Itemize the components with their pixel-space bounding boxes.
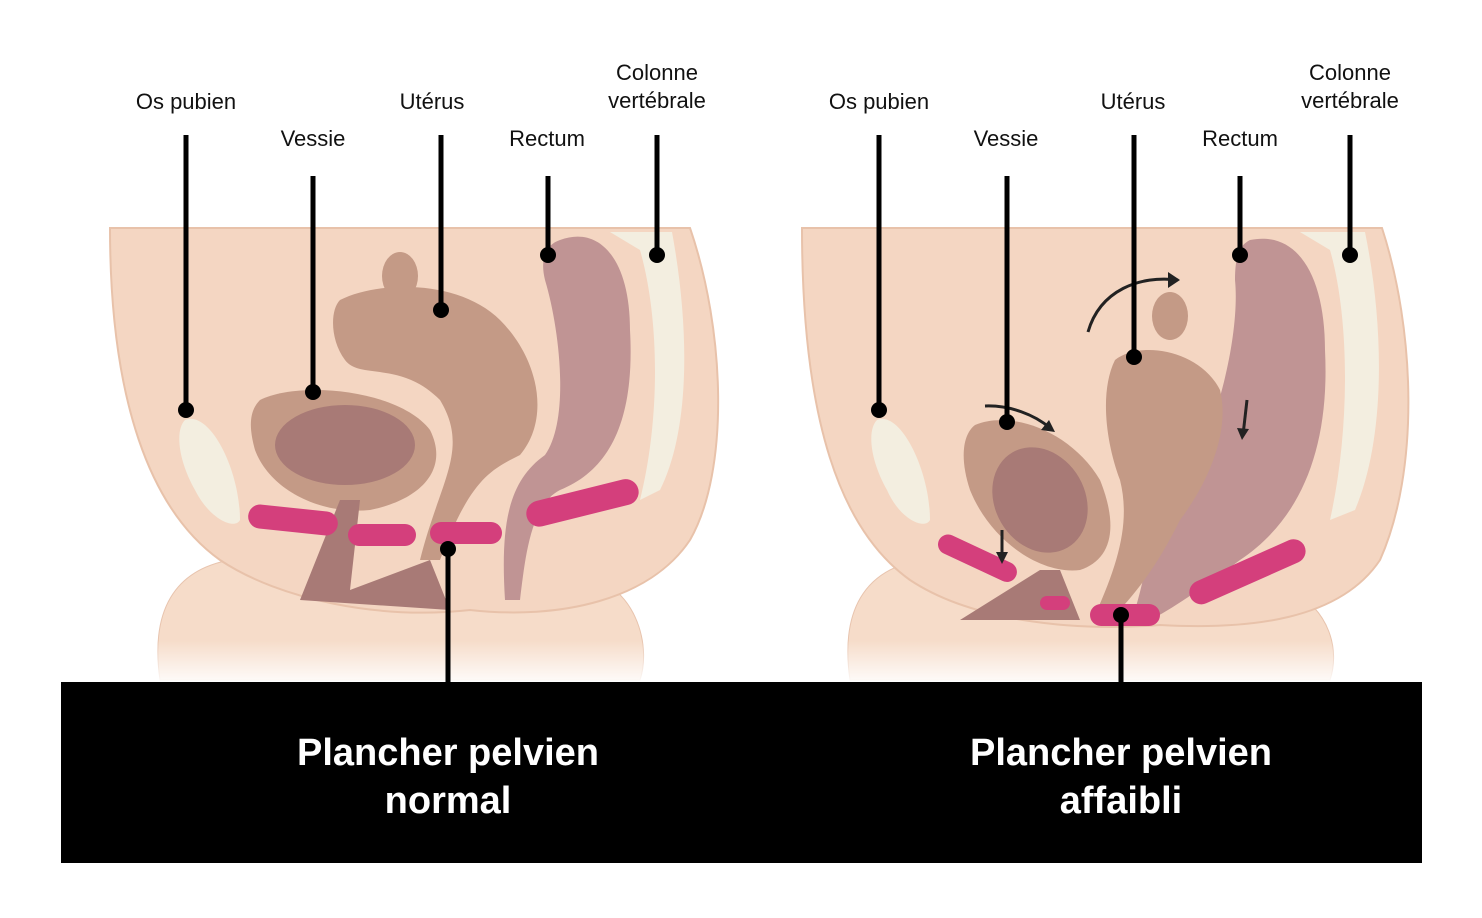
pubic-bone bbox=[871, 418, 930, 524]
ovary bbox=[382, 252, 418, 300]
uterus bbox=[1095, 350, 1223, 620]
caption-banner bbox=[61, 682, 1422, 863]
label-spine-line2: vertébrale bbox=[1301, 88, 1399, 113]
label-pubic-bone: Os pubien bbox=[136, 89, 236, 114]
uterus bbox=[333, 286, 538, 560]
right-labels: Os pubien Vessie Utérus Rectum Colonne v… bbox=[829, 60, 1399, 684]
normal-title-line1: Plancher pelvien bbox=[297, 732, 599, 774]
label-pubic-bone: Os pubien bbox=[829, 89, 929, 114]
weakened-pelvis-illustration bbox=[750, 227, 1422, 682]
label-uterus: Utérus bbox=[400, 89, 465, 114]
left-labels: Os pubien Vessie Utérus Rectum Colonne v… bbox=[136, 60, 706, 684]
normal-pelvis-illustration bbox=[61, 227, 731, 682]
bladder-inner bbox=[992, 447, 1088, 553]
spine bbox=[610, 232, 685, 500]
spine bbox=[1300, 232, 1379, 520]
label-rectum: Rectum bbox=[509, 126, 585, 151]
bladder-inner bbox=[275, 405, 415, 485]
weakened-title-line1: Plancher pelvien bbox=[970, 732, 1272, 774]
label-bladder: Vessie bbox=[281, 126, 346, 151]
label-bladder: Vessie bbox=[974, 126, 1039, 151]
label-spine-line2: vertébrale bbox=[608, 88, 706, 113]
arrowheads bbox=[996, 272, 1249, 564]
label-rectum: Rectum bbox=[1202, 126, 1278, 151]
pubic-bone bbox=[179, 418, 240, 524]
rectum bbox=[1135, 238, 1326, 620]
label-uterus: Utérus bbox=[1101, 89, 1166, 114]
label-spine-line1: Colonne bbox=[1309, 60, 1391, 85]
weakened-title-line2: affaibli bbox=[1060, 780, 1182, 822]
ovary bbox=[1152, 292, 1188, 340]
normal-title-line2: normal bbox=[385, 780, 512, 822]
label-spine-line1: Colonne bbox=[616, 60, 698, 85]
pelvic-floor-muscle bbox=[248, 479, 639, 546]
urethra-vagina bbox=[300, 500, 450, 610]
